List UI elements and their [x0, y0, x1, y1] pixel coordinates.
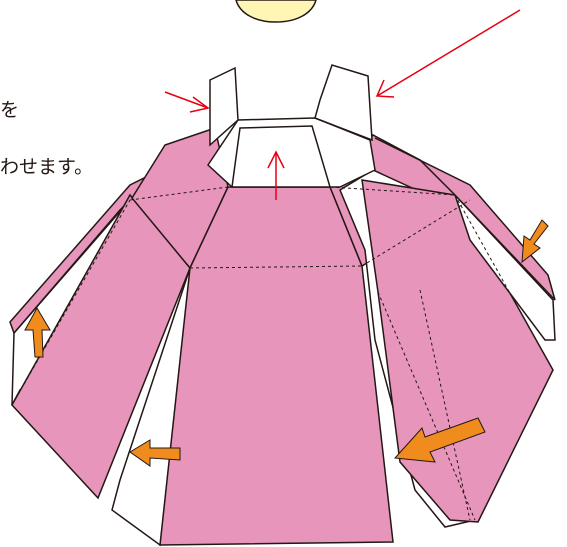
orange-arrows — [24, 219, 549, 467]
right-pink-panel — [361, 179, 554, 523]
head-circle — [235, 0, 317, 23]
collar-inner — [231, 125, 332, 188]
right-ear — [314, 64, 373, 142]
right-outer-pink-sliver — [374, 137, 556, 301]
orange-arrow-down-right — [521, 219, 549, 264]
red-arrow-right-long-head — [375, 79, 395, 98]
orange-arrow-left — [129, 439, 181, 467]
caption-line-2: わせます。 — [0, 156, 94, 178]
caption-line-1: を — [0, 99, 20, 121]
red-arrow-left-head — [189, 96, 210, 113]
red-arrow-left — [164, 91, 209, 109]
red-arrow-right-long — [376, 9, 521, 97]
red-arrow-up-head — [267, 150, 285, 169]
fold-lines — [11, 186, 554, 546]
left-ear — [209, 66, 239, 147]
right-outer-white-flap — [454, 194, 556, 341]
red-arrows — [164, 9, 521, 200]
orange-arrow-big — [393, 417, 486, 463]
orange-arrow-up-left — [24, 306, 51, 358]
